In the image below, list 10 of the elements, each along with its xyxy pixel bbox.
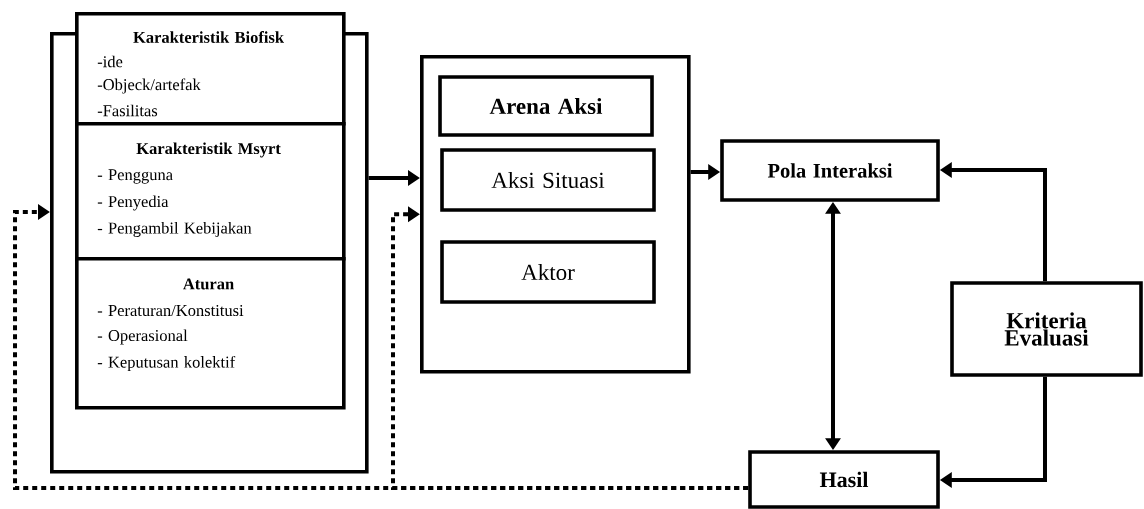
dashed-arrow — [391, 206, 749, 490]
process-box: Kriteria Evaluasi — [950, 281, 1143, 377]
process-box: Pola Interaksi — [720, 139, 940, 202]
list-box: Karakteristik Biofisk -ide -Objeck/artefak -Fasilitas — [75, 12, 346, 126]
process-box: Aksi Situasi — [440, 148, 656, 212]
process-box: Arena Aksi — [438, 75, 654, 137]
list-box: Karakteristik Msyrt - Pengguna - Penyedia - Pengambil Kebijakan — [75, 122, 346, 261]
list-box: Aturan - Peraturan/Konstitusi - Operasional - Keputusan kolektif — [75, 257, 346, 410]
process-box: Aktor — [440, 240, 656, 304]
process-box: Hasil — [748, 450, 940, 509]
